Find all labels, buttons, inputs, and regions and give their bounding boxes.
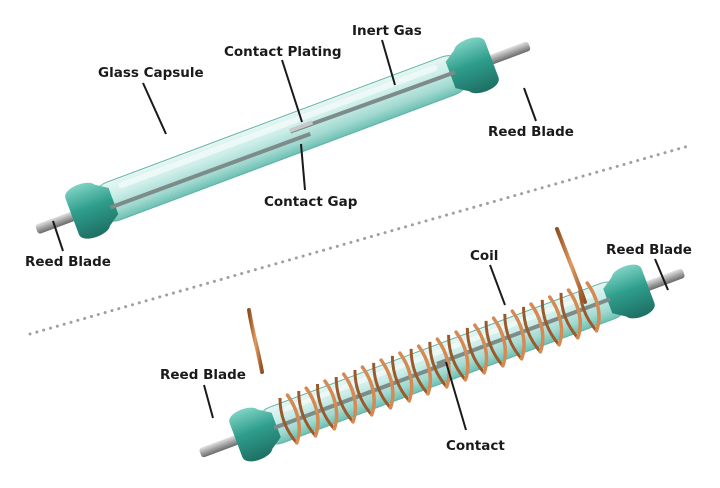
leader-coil [489,264,506,306]
label-coil: Coil [470,248,498,264]
coil-turn-front [341,372,358,424]
coil-turn-front [398,351,414,403]
bottom-leader-lines [203,258,669,431]
leader-contact-plating [281,59,303,123]
coil-turn-back [484,320,504,367]
leader-contact [445,361,467,431]
coil-lead-right [555,227,587,304]
leader-reed-blade-top-right [523,87,537,122]
coil-turn-back [278,397,298,444]
coil-turn-front [547,295,564,347]
coil-turn-back [503,313,523,360]
leader-glass-capsule [142,82,167,135]
dotted-divider [28,143,694,336]
label-reed-blade-bottom-right: Reed Blade [606,242,692,258]
coil-turn-front [529,302,545,354]
coil-turn-back [297,390,317,437]
coil-turn-back [390,355,411,402]
coil-turn-back [372,362,392,409]
coil-turn-front [454,330,470,382]
top-leader-lines [52,39,537,252]
leader-reed-blade-bottom-right [654,258,669,291]
top-right-end-cap [445,37,499,94]
leader-reed-blade-top-left [52,220,64,252]
coil-turn-front [323,379,339,431]
label-inert-gas: Inert Gas [352,23,422,39]
coil-turn-front [585,281,601,333]
coil-turn-back [559,292,579,339]
coil-turn-back [409,348,430,395]
coil-turn-back [315,383,336,430]
label-contact: Contact [446,438,505,454]
label-contact-plating: Contact Plating [224,44,342,60]
label-glass-capsule: Glass Capsule [98,65,204,81]
bottom-left-end-cap [229,407,281,462]
coil-turn-back [353,369,373,416]
coil-turn-front [435,337,451,389]
top-glass-highlight [118,65,438,189]
bottom-reed-switch [199,264,685,462]
bottom-glass-highlight [283,292,593,412]
coil-turn-back [428,341,448,388]
leader-inert-gas [381,39,396,86]
bottom-left-lead [199,435,239,458]
top-reed-switch [35,37,531,239]
coil-turn-front [416,344,433,396]
coil [278,281,601,445]
leader-reed-blade-bottom-left [203,384,214,419]
coil-turn-back [540,299,561,346]
top-reed-blade-right [289,70,456,134]
label-contact-gap: Contact Gap [264,194,358,210]
label-reed-blade-bottom-left: Reed Blade [160,367,246,383]
bottom-right-end-cap [603,264,655,319]
coil-turn-front [566,288,582,340]
top-reed-blade-left [109,131,312,210]
coil-turn-front [304,386,320,438]
coil-turn-front [360,365,376,417]
leader-contact-gap [300,143,306,191]
label-reed-blade-top-left: Reed Blade [25,254,111,270]
label-reed-blade-top-right: Reed Blade [488,124,574,140]
coil-turn-back [522,306,542,353]
top-contact-plating [289,120,314,133]
top-right-lead [489,41,531,65]
top-left-lead [35,211,75,234]
coil-turn-front [491,316,508,368]
top-left-end-cap [65,182,119,239]
coil-turn-front [473,323,489,375]
coil-turn-front [510,309,526,361]
coil-turn-front [285,393,301,445]
coil-turn-back [447,334,467,381]
coil-turn-back [334,376,355,423]
coil-turn-front [379,358,395,410]
coil-turn-back [465,327,486,374]
coil-lead-left [247,308,264,374]
